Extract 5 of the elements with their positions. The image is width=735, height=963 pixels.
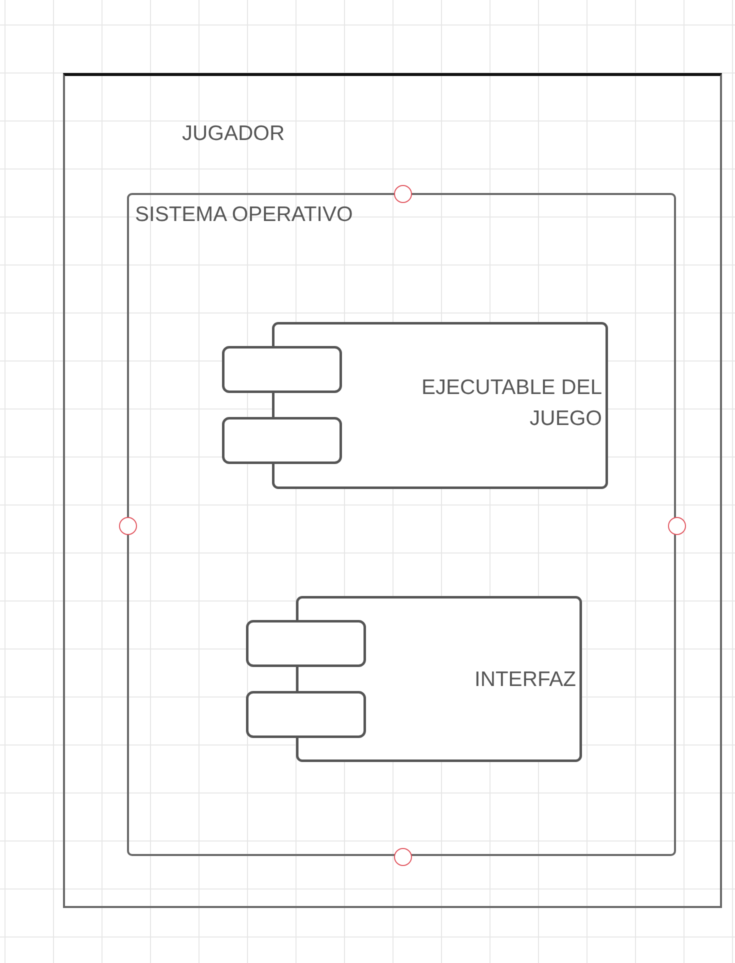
node-label: SISTEMA OPERATIVO [135,203,353,227]
node-label: JUGADOR [182,122,285,146]
container-box [63,73,722,908]
node-label: INTERFAZ [473,667,576,693]
node-label: EJECUTABLE DEL JUEGO [420,375,602,432]
